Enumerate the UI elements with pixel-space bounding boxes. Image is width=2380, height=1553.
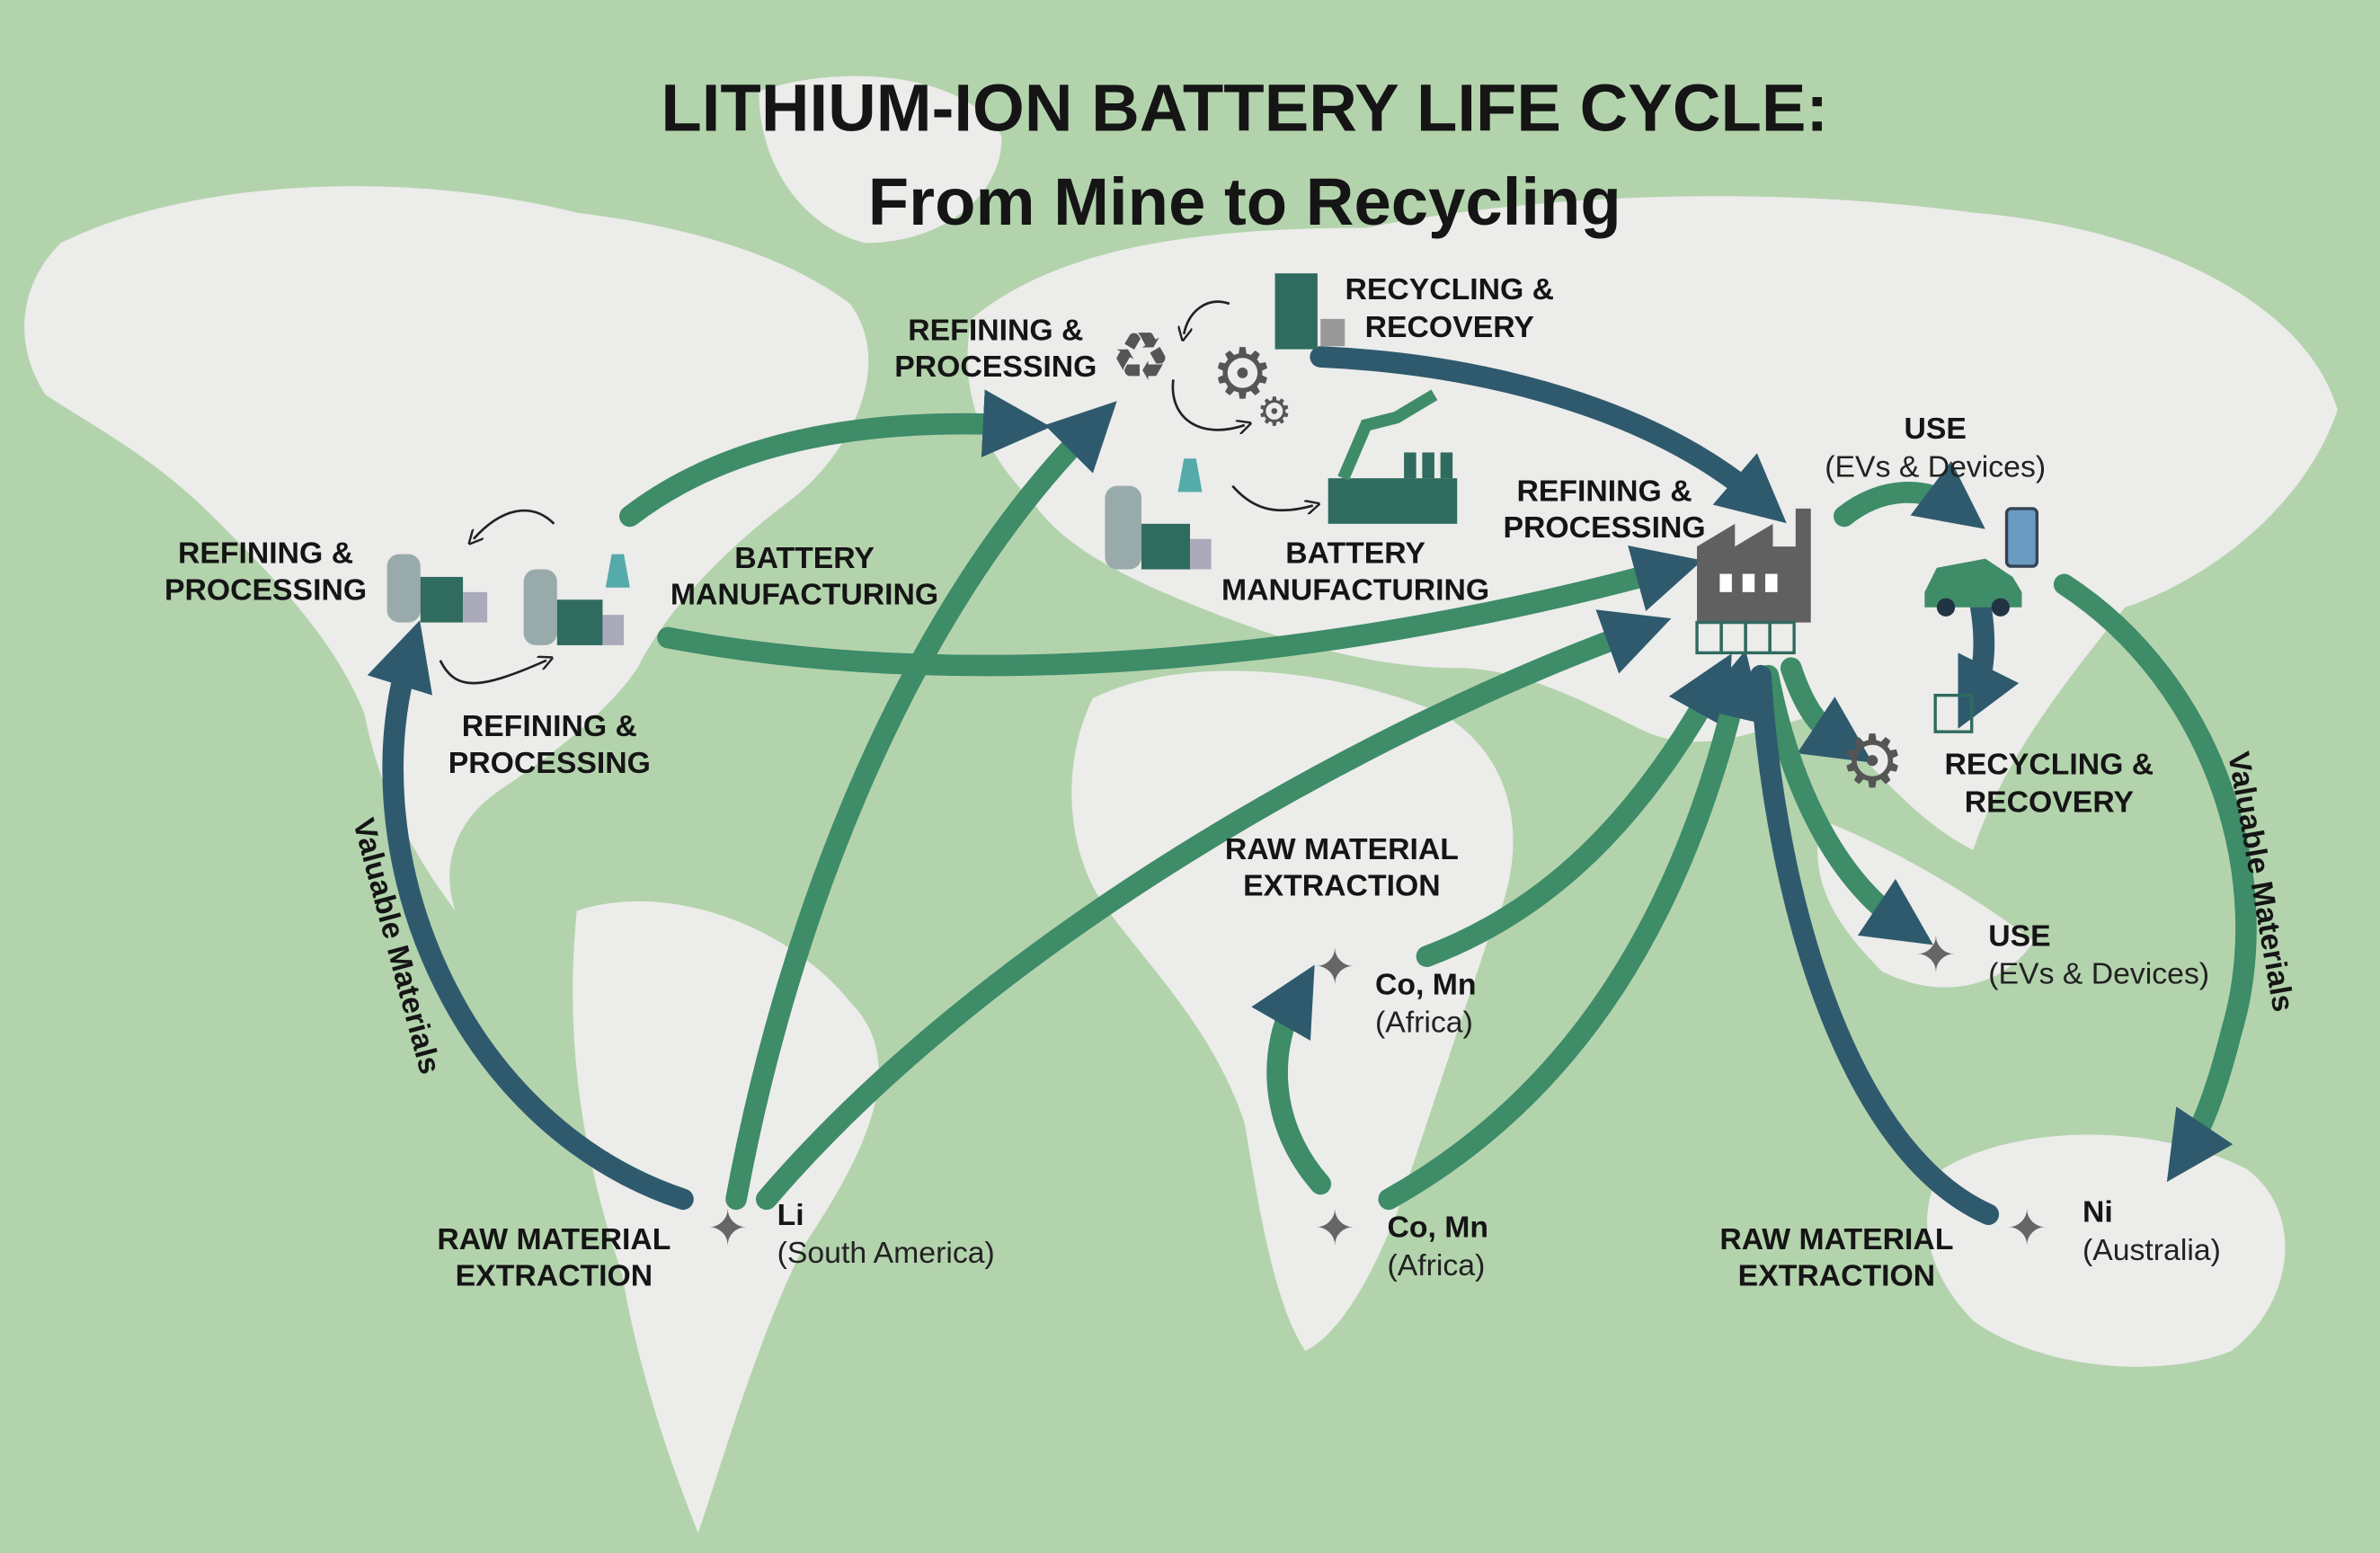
recycling-bin-icon	[1274, 273, 1345, 350]
cycle-arrow-eu-2	[1231, 484, 1313, 510]
refinery-icon	[1105, 458, 1212, 570]
arrow-africa-to-asia-2	[1378, 650, 1763, 1211]
arrow-use-to-recycling	[1958, 596, 2020, 729]
cycle-arrow-eu-1	[1171, 379, 1245, 430]
label-europe-recycling: RECYCLING &RECOVERY	[1345, 272, 1554, 344]
box-icon	[1933, 693, 1974, 733]
mineral-icon: ✦	[1314, 1200, 1354, 1256]
australia	[1927, 1134, 2286, 1367]
label-asia-use: USE(EVs & Devices)	[1825, 412, 2046, 484]
label-europe-refining: REFINING &PROCESSING	[894, 313, 1097, 384]
label-sea-use: USE(EVs & Devices)	[1988, 918, 2209, 990]
flow-arrows	[367, 300, 2257, 1226]
label-sa-li: Li(South America)	[777, 1198, 995, 1270]
label-africa-co-2: Co, Mn(Africa)	[1388, 1211, 1489, 1282]
arrow-na-to-europe	[619, 389, 1052, 528]
mineral-icon: ✦	[2007, 1200, 2047, 1256]
label-asia-refining: REFINING &PROCESSING	[1503, 474, 1705, 545]
recycle-icon: ♻	[1111, 317, 1171, 395]
arrow-asia-to-recycling	[1780, 657, 1873, 763]
arrow-asia-to-use	[1834, 460, 1985, 529]
mineral-icon: ✦	[1915, 927, 1956, 983]
battery-cells-icon	[1695, 620, 1796, 655]
arrow-europe-to-asia	[1310, 346, 1787, 524]
label-africa-co-1: Co, Mn(Africa)	[1375, 967, 1477, 1039]
arrow-asia-to-australia	[1750, 664, 2000, 1226]
arrow-africa-to-asia-1	[1416, 653, 1732, 967]
gear-icon: ⚙	[1257, 389, 1292, 435]
label-na-refining-2: REFINING &PROCESSING	[448, 709, 651, 780]
arrow-sa-to-europe	[725, 401, 1117, 1211]
label-na-refining-1: REFINING &PROCESSING	[164, 537, 367, 608]
south-america	[573, 901, 879, 1533]
robot-arm-icon	[1328, 389, 1458, 524]
factory-icon	[1697, 508, 1811, 623]
smartphone-icon	[2004, 507, 2039, 568]
cycle-arrow-na-2	[439, 661, 546, 685]
gear-icon: ⚙	[1212, 334, 1274, 415]
mineral-icon: ✦	[1314, 939, 1354, 996]
label-au-ni: Ni(Australia)	[2082, 1195, 2221, 1267]
cycle-arrow-na-1	[474, 509, 555, 539]
greenland	[759, 75, 1002, 244]
icons: ♻ ⚙ ⚙ ⚙ ✦ ✦ ✦ ✦ ✦	[386, 273, 2047, 1256]
arrow-use-to-australia	[2053, 573, 2257, 1183]
cycle-arrow-eu-3	[1184, 300, 1230, 334]
gear-icon: ⚙	[1840, 720, 1905, 804]
arrow-na-to-asia	[657, 546, 1703, 677]
arrow-africa-up	[1251, 964, 1332, 1195]
arrow-sa-to-asia	[756, 609, 1672, 1211]
ev-car-icon	[1924, 558, 2022, 617]
refinery-icon	[386, 554, 488, 623]
arrow-asia-to-sea	[1757, 664, 1933, 945]
title-line-2: From Mine to Recycling	[868, 164, 1621, 239]
title-line-1: LITHIUM-ION BATTERY LIFE CYCLE:	[661, 70, 1828, 145]
mineral-icon: ✦	[707, 1200, 748, 1256]
arrow-sa-to-na	[367, 620, 694, 1211]
label-asia-recycling: RECYCLING &RECOVERY	[1945, 747, 2154, 819]
north-america	[24, 186, 869, 911]
refinery-icon	[523, 554, 630, 645]
